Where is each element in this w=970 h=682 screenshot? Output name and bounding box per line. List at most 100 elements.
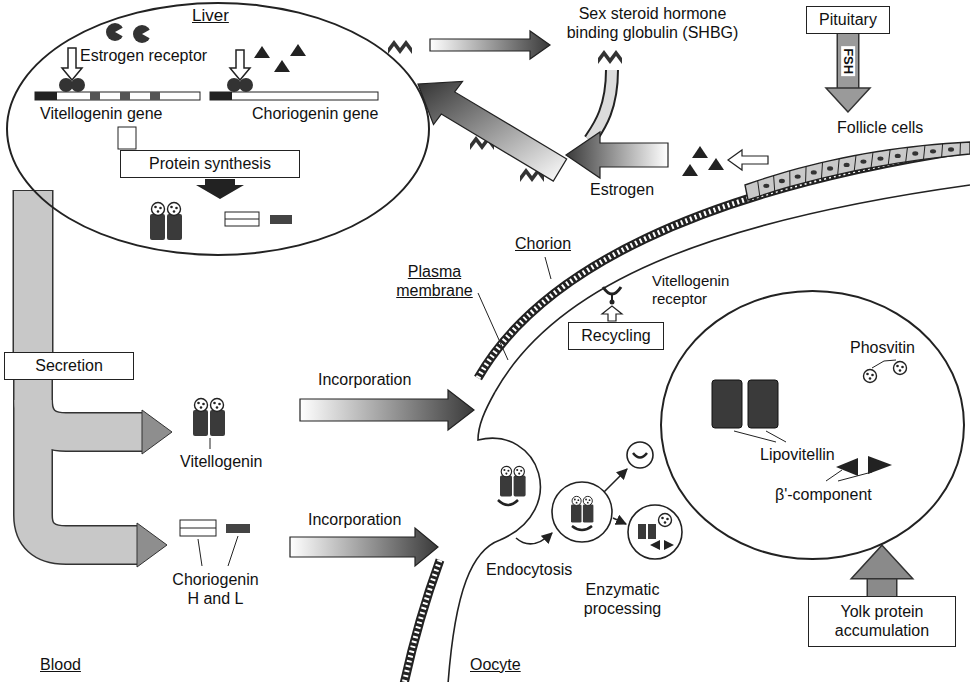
arrow-head [851,545,913,579]
cell-nucleus [948,147,954,151]
receptor-icon [602,287,622,321]
estrogen-molecule [254,46,270,58]
plasma-membrane [448,392,540,682]
yolk-components [826,470,842,481]
gene-symbol [227,78,241,92]
gene-symbol [71,78,85,92]
chorion [404,560,440,682]
shbg-arrow [590,70,612,140]
endocytosis-illustration [500,466,526,496]
endocytosis-illustration [552,482,612,542]
connector-outline [837,34,860,88]
choriogenin-icon [198,539,202,566]
follicle-cell-band [745,142,970,200]
choriogenin-icon [180,520,250,566]
endocytosis-illustration [659,514,672,527]
cell-nucleus [795,174,801,178]
cell-boundary [789,171,790,187]
cell-boundary [924,145,925,159]
gene-symbol [120,92,130,100]
process-label: Incorporation [308,510,401,529]
estrogen-arrow [728,150,768,170]
gene-symbol [118,127,136,149]
compartment-label: Oocyte [470,655,521,674]
endocytosis-illustration [498,500,518,505]
receptor-icon [610,300,615,305]
connector-shaft [14,191,52,352]
estrogen-receptor-icon [106,23,151,43]
endocytosis-illustration [664,540,674,550]
arrow-head [826,88,870,112]
estrogen-molecule [692,146,708,158]
estrogen-receptor-icon [115,27,124,37]
receptor-label: Vitellogenin receptor [652,272,752,308]
cell-nucleus [895,154,901,158]
cell-boundary [838,159,840,175]
estrogen-arrow [418,82,768,182]
liver-outline: Protein synthesisLiver [6,2,430,256]
estrogen-receptor-icon [106,23,124,41]
cell-nucleus [763,184,769,188]
gene-symbol [239,78,253,92]
liver-products [225,219,259,220]
yolk-components [712,380,742,428]
node-text: Follicle cells [837,118,923,137]
process-box: Yolk protein accumulation [808,596,956,647]
connector-outline [867,579,898,596]
secretion-band [142,410,172,454]
endocytosis-illustration [516,533,552,544]
incorporation-arrow [300,390,474,430]
chorion [478,149,970,378]
cell-boundary [854,155,856,171]
gene-label: Choriogenin gene [252,104,378,123]
cell-nucleus [827,166,833,170]
protein-label: Vitellogenin [180,452,262,471]
cell-nucleus [860,159,866,163]
vitellogenin-icon [193,399,225,437]
incorporation-arrow [290,390,474,566]
gene-label: Vitellogenin gene [40,104,162,123]
cell-boundary [871,152,873,167]
chorion [404,149,970,682]
protein-label: Sex steroid hormone binding globulin (SH… [555,4,750,42]
connector [826,34,870,112]
endocytosis-illustration [604,469,627,492]
gene-symbol [59,78,73,92]
protein-label: Choriogenin H and L [168,570,263,608]
endocytosis-illustration [648,524,656,539]
cell-boundary [888,150,890,165]
vitellogenin-icon [193,399,225,450]
yolk-components [894,362,907,375]
connector-shaft [868,579,896,596]
estrogen-molecule [290,44,306,56]
receptor-icon [611,294,613,300]
choriogenin-icon [180,528,216,529]
structure-label: Chorion [515,234,571,253]
receptor-label: Estrogen receptor [80,46,207,65]
cell-nucleus [912,151,918,155]
gene-symbol [35,92,57,100]
process-label: Endocytosis [486,560,572,579]
node-text: Recycling [581,326,651,345]
process-box: Recycling [568,322,664,350]
cell-nucleus [811,170,817,174]
plasma-membrane [478,293,508,360]
process-box: Secretion [4,352,134,380]
gene-symbol [150,92,160,100]
endocytosis-illustration [572,526,592,530]
yolk-components [748,380,778,428]
cell-boundary [941,144,943,157]
yolk-components [838,472,872,481]
shbg-molecule [388,40,412,54]
process-box: Protein synthesis [120,150,300,178]
compartment-label: Blood [40,655,81,674]
structure-label: Plasma membrane [392,262,477,300]
connector [33,191,34,352]
cell-boundary [821,162,822,178]
node-text: Secretion [35,356,103,375]
estrogen-molecule [682,164,698,176]
gene-symbol [35,92,200,100]
choriogenin-icon [180,520,216,536]
yolk-outline: PhosvitinLipovitellinβ'-component [660,290,965,560]
yolk-components [872,361,884,368]
